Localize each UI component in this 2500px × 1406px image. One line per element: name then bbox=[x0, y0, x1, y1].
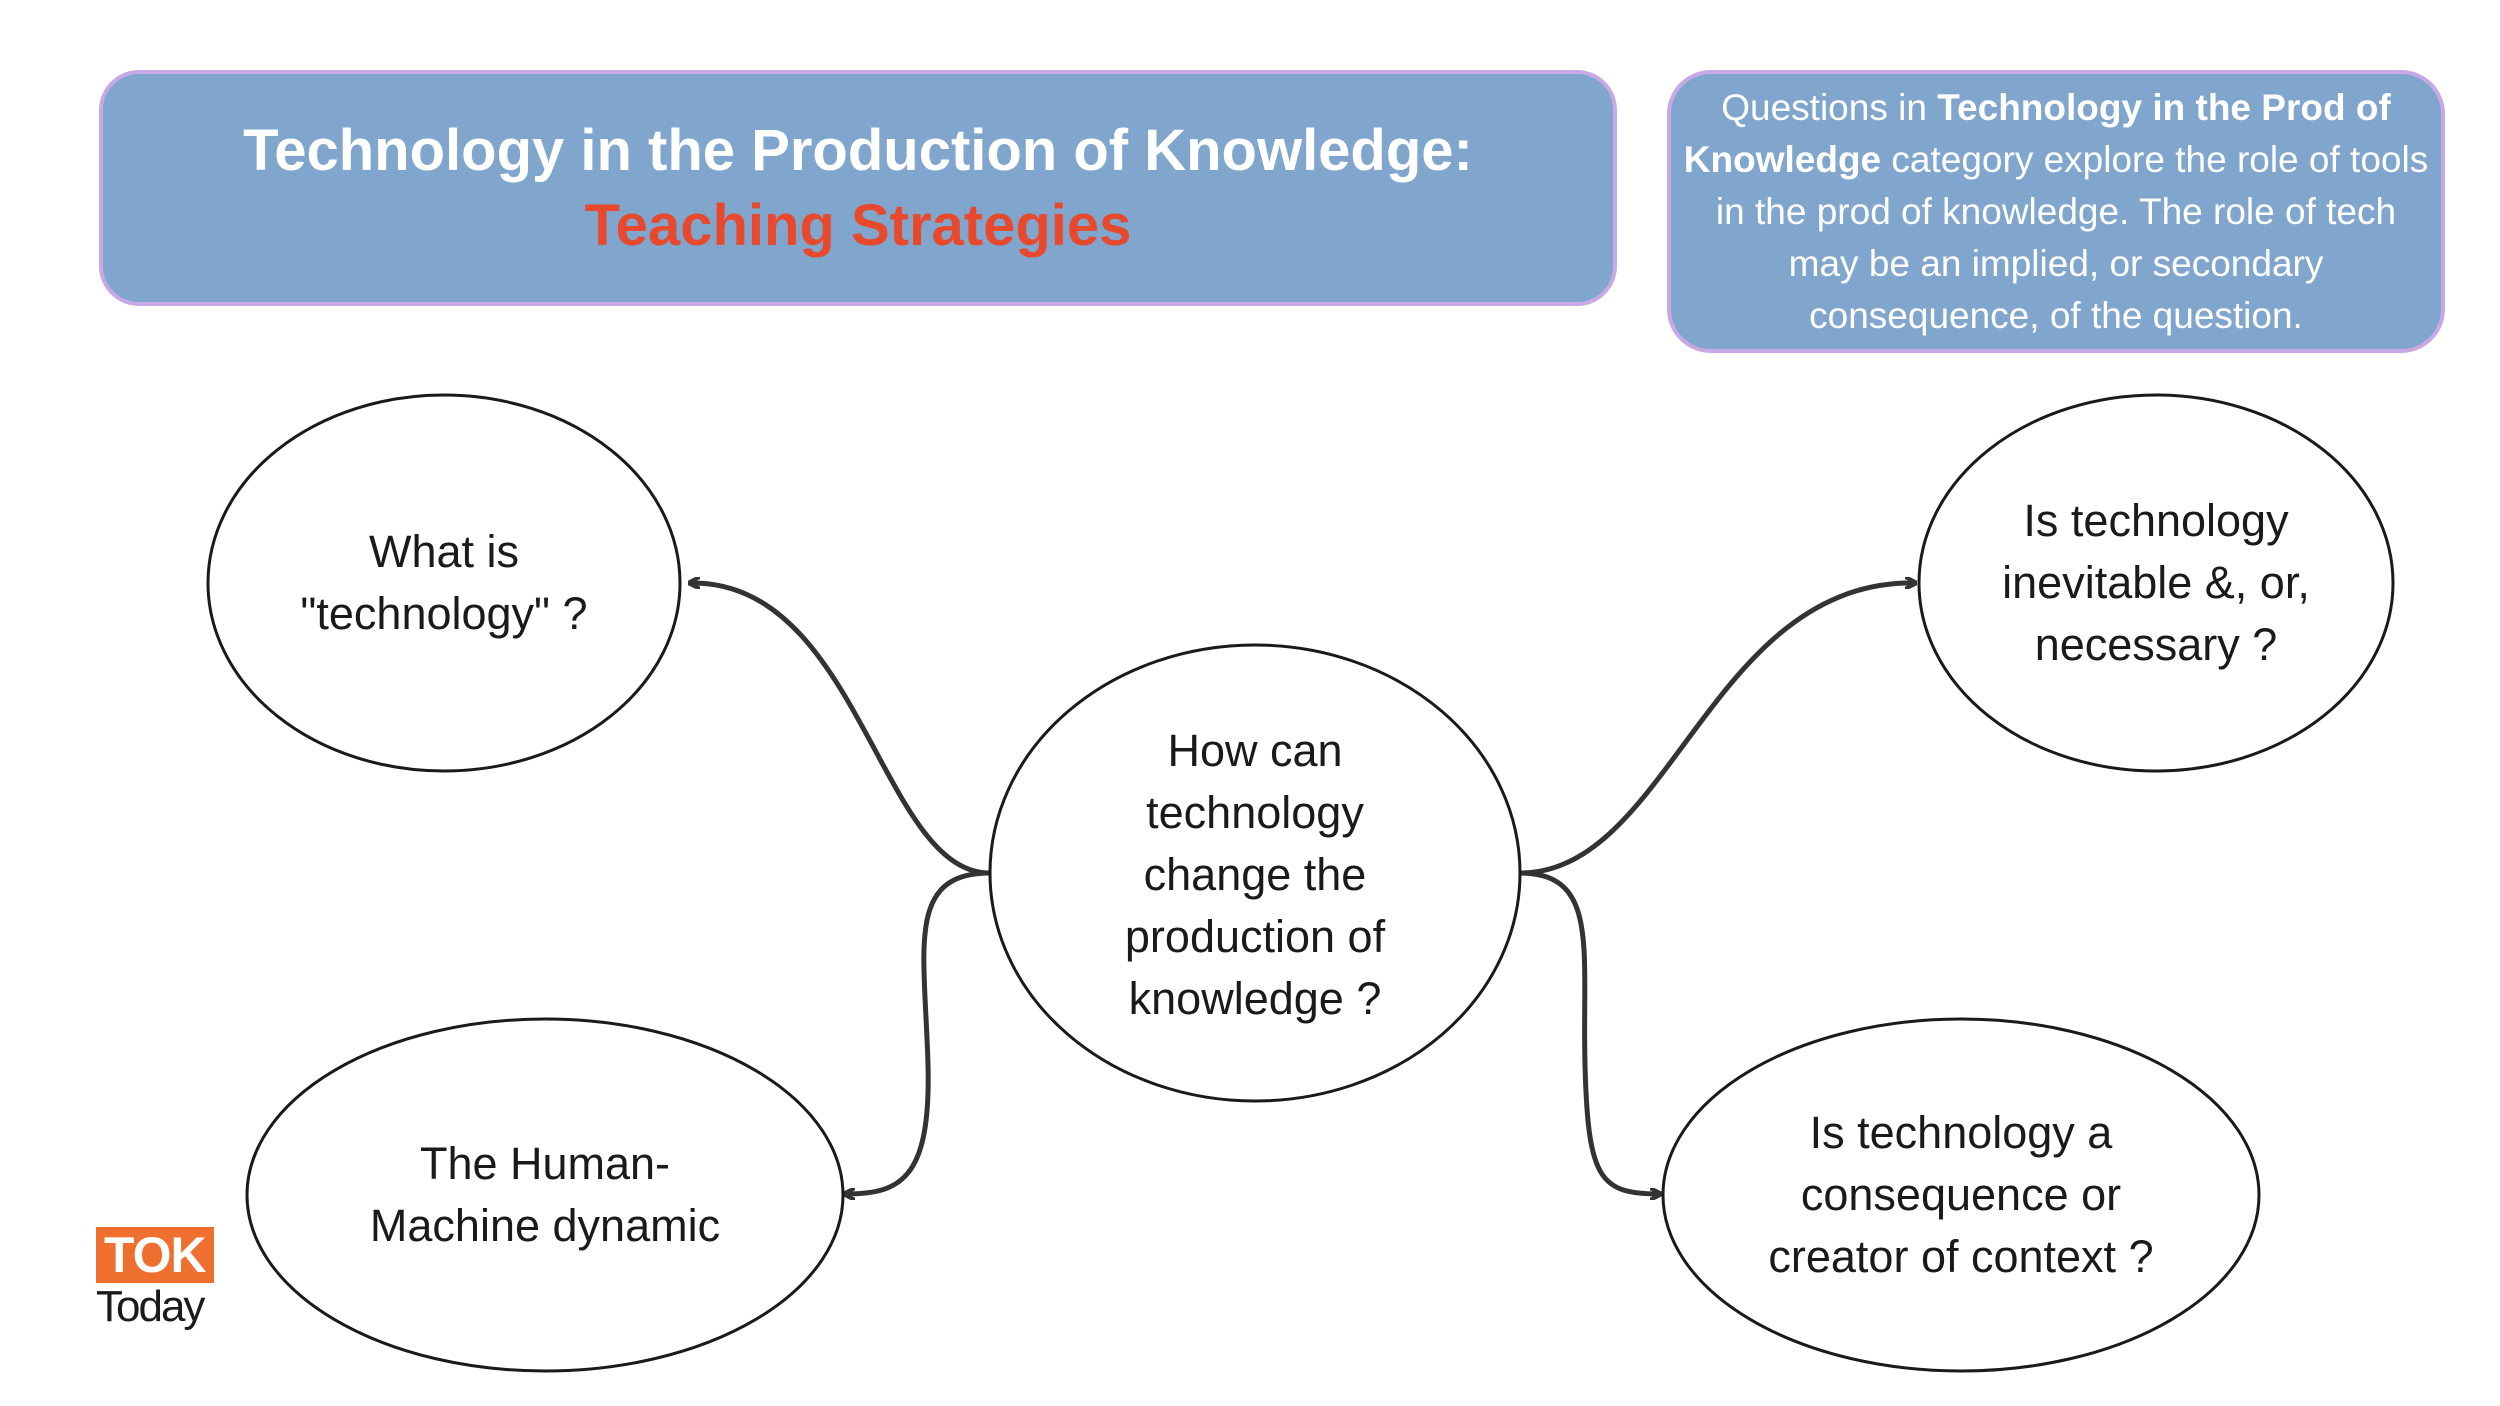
node-bottom-left-text: The Human-Machine dynamic bbox=[369, 1138, 721, 1251]
page-subtitle: Teaching Strategies bbox=[584, 193, 1132, 258]
category-name: Technology in the Prod of Knowledge bbox=[1683, 86, 2391, 180]
connector-to-bottom-left bbox=[845, 870, 991, 1194]
node-bottom-left-shape bbox=[245, 1017, 845, 1373]
logo-tok: TOK bbox=[96, 1227, 214, 1283]
category-info-text: Questions in Technology in the Prod of K… bbox=[1683, 86, 2429, 336]
title-banner: Technology in the Production of Knowledg… bbox=[99, 70, 1617, 306]
node-top-left-text: What is "technology" ? bbox=[300, 526, 588, 639]
node-bottom-right-shape bbox=[1661, 1017, 2261, 1373]
node-bottom-right-text: Is technology a consequence or creator o… bbox=[1768, 1107, 2154, 1282]
node-top-right-shape bbox=[1917, 393, 2395, 773]
page-title: Technology in the Production of Knowledg… bbox=[243, 117, 1473, 183]
connector-to-bottom-right bbox=[1519, 870, 1660, 1194]
connector-to-top-right bbox=[1519, 583, 1915, 876]
category-info-box: Questions in Technology in the Prod of K… bbox=[1667, 70, 2445, 353]
node-top-left-shape bbox=[206, 393, 682, 773]
tok-today-logo: TOK Today bbox=[96, 1227, 218, 1331]
node-center-text: How can technology change the production… bbox=[1124, 725, 1386, 1024]
logo-today: Today bbox=[96, 1282, 205, 1331]
node-top-right-text: Is technology inevitable &, or, necessar… bbox=[2002, 495, 2310, 670]
connector-to-top-left bbox=[690, 583, 991, 876]
node-center-shape bbox=[988, 643, 1522, 1103]
